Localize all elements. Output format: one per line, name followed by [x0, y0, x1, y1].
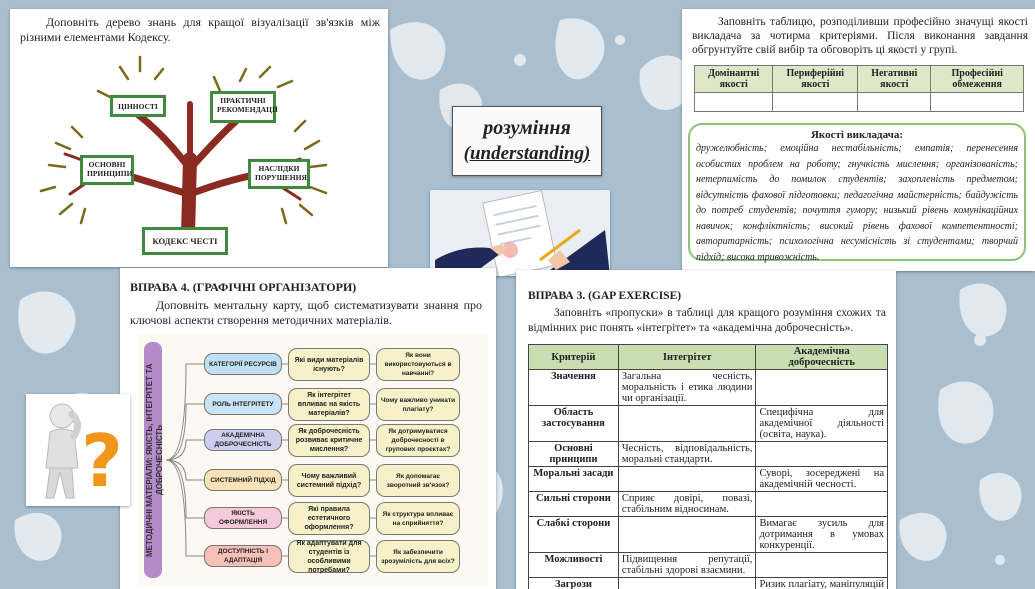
qualities-header-dominant: Домінантні якості	[693, 65, 774, 93]
gap-table: Критерій Інтегрітет Академічна доброчесн…	[528, 344, 888, 589]
tree-box-principles: ОСНОВНІ ПРИНЦИПИ	[80, 155, 134, 185]
mindmap-question-1: Як адаптувати для студентів із особливим…	[288, 540, 370, 574]
qualities-list-text: дружелюбність; емоційна нестабільність; …	[696, 143, 1018, 263]
mindmap-card: ВПРАВА 4. (ГРАФІЧНІ ОРГАНІЗАТОРИ) Доповн…	[120, 268, 496, 589]
table-cell: Підвищення репутації, стабільні здорові …	[617, 552, 757, 578]
gap-criterion-cell: Сильні сторони	[528, 491, 619, 517]
mindmap-question-1: Які правила естетичного оформлення?	[288, 502, 370, 535]
gap-instruction: Заповніть «пропуски» в таблиці для кращо…	[528, 307, 886, 334]
table-cell[interactable]	[755, 441, 888, 467]
gap-table-wrapper: Критерій Інтегрітет Академічна доброчесн…	[528, 344, 888, 589]
table-cell[interactable]	[617, 405, 757, 442]
table-cell: Сприяє довірі, повазі, стабільним віднос…	[617, 491, 757, 517]
tree-box-code: КОДЕКС ЧЕСТІ	[142, 227, 228, 255]
qualities-card: Заповніть таблицю, розподіливши професій…	[682, 9, 1035, 271]
mindmap-category: СИСТЕМНИЙ ПІДХІД	[204, 469, 282, 491]
mindmap-question-1: Які види матеріалів існують?	[288, 348, 370, 381]
table-cell: Специфічна для академічної діяльності (о…	[755, 405, 888, 442]
qualities-header-limits: Професійні обмеження	[930, 65, 1024, 93]
gap-criterion-cell: Можливості	[528, 552, 619, 578]
table-cell: Загальна чесність, моральність і етика л…	[617, 369, 757, 406]
mindmap-question-2: Як дотримуватися доброчесності в групови…	[376, 424, 460, 457]
title-card: розуміння (understanding)	[452, 106, 602, 176]
mindmap-category: АКАДЕМІЧНА ДОБРОЧЕСНІСТЬ	[204, 429, 282, 451]
mindmap-question-1: Чому важливий системний підхід?	[288, 464, 370, 497]
mindmap-question-2: Чому важливо уникати плагіату?	[376, 388, 460, 421]
tree-box-values: ЦІННОСТІ	[110, 95, 166, 117]
tree-box-consequences: НАСЛІДКИ ПОРУШЕННЯ	[248, 159, 310, 189]
table-cell[interactable]	[693, 92, 774, 112]
table-cell[interactable]	[617, 516, 757, 553]
table-row: Моральні засади Суворі, зосереджені на ак…	[528, 466, 888, 492]
mindmap-question-2: Як структура впливає на сприйняття?	[376, 502, 460, 535]
table-cell[interactable]	[772, 92, 859, 112]
question-figure-icon: ?	[45, 403, 123, 503]
mindmap-category: РОЛЬ ІНТЕГРІТЕТУ	[204, 393, 282, 415]
mindmap-connectors	[165, 363, 376, 557]
gap-header-criterion: Критерій	[528, 344, 619, 370]
table-cell[interactable]	[755, 552, 888, 578]
mindmap-category: КАТЕГОРІЇ РЕСУРСІВ	[204, 353, 282, 375]
tree-card: Доповніть дерево знань для кращої візуал…	[10, 9, 388, 267]
table-cell[interactable]	[755, 369, 888, 406]
title-translation: (understanding)	[463, 143, 591, 164]
qualities-header-peripheral: Периферійні якості	[772, 65, 859, 93]
table-row: Слабкі сторони Вимагає зусиль для дотрима…	[528, 516, 888, 553]
mindmap-heading: ВПРАВА 4. (ГРАФІЧНІ ОРГАНІЗАТОРИ)	[130, 280, 357, 294]
mindmap-vertical-bar	[144, 342, 162, 578]
gap-heading: ВПРАВА 3. (GAP EXERCISE)	[528, 290, 682, 302]
gap-header-academic: Академічна доброчесність	[755, 344, 888, 370]
mindmap-instruction: Доповніть ментальну карту, щоб системати…	[130, 298, 482, 327]
mindmap-category: ДОСТУПНІСТЬ І АДАПТАЦІЯ	[204, 545, 282, 567]
qualities-table-wrapper: Домінантні якості Периферійні якості Нег…	[693, 65, 1024, 112]
table-cell[interactable]	[617, 466, 757, 492]
qualities-table: Домінантні якості Периферійні якості Нег…	[693, 65, 1024, 112]
gap-criterion-cell: Моральні засади	[528, 466, 619, 492]
tree-box-recommendations: ПРАКТИЧНІ РЕКОМЕНДАЦІЇ	[210, 91, 278, 123]
mindmap-question-2: Як допомагає зворотний зв'язок?	[376, 464, 460, 497]
qualities-header-negative: Негативні якості	[857, 65, 932, 93]
question-figure-card: ?	[26, 394, 130, 506]
table-cell[interactable]	[617, 577, 757, 589]
table-row: Загрози Ризик плагіату, маніпуляцій з дан…	[528, 577, 888, 589]
table-row: Область застосування Специфічна для акаде…	[528, 405, 888, 442]
gap-criterion-cell: Значення	[528, 369, 619, 406]
qualities-list-title: Якості викладача:	[810, 129, 903, 141]
table-cell[interactable]	[857, 92, 932, 112]
gap-criterion-cell: Слабкі сторони	[528, 516, 619, 553]
table-cell: Ризик плагіату, маніпуляцій з даними, не…	[755, 577, 888, 589]
qualities-instruction: Заповніть таблицю, розподіливши професій…	[692, 16, 1028, 56]
title-word: розуміння	[483, 117, 571, 139]
gap-exercise-card: ВПРАВА 3. (GAP EXERCISE) Заповніть «проп…	[516, 270, 896, 589]
svg-text:?: ?	[81, 419, 123, 503]
gap-criterion-cell: Область застосування	[528, 405, 619, 442]
gap-criterion-cell: Загрози	[528, 577, 619, 589]
gap-criterion-cell: Основні принципи	[528, 441, 619, 467]
document-illustration	[430, 190, 610, 276]
mindmap-question-2: Як вони використовуються в навчанні?	[376, 348, 460, 381]
mindmap-question-2: Як забезпечити зрозумілість для всіх?	[376, 540, 460, 573]
table-cell[interactable]	[755, 491, 888, 517]
gap-header-integrity: Інтегрітет	[617, 344, 757, 370]
table-cell: Вимагає зусиль для дотримання в умовах к…	[755, 516, 888, 553]
tree-instruction: Доповніть дерево знань для кращої візуал…	[20, 15, 380, 44]
mindmap-question-1: Як доброчесність розвиває критичне мисле…	[288, 424, 370, 457]
table-cell[interactable]	[930, 92, 1024, 112]
table-cell: Суворі, зосереджені на академічній чесно…	[755, 466, 888, 492]
mindmap-question-1: Як інтегрітет впливає на якість матеріал…	[288, 388, 370, 421]
mindmap-graphic: МЕТОДИЧНІ МАТЕРІАЛИ: ЯКІСТЬ, ІНТЕГРІТЕТ …	[138, 334, 488, 586]
table-cell: Чесність, відповідальність, моральні ста…	[617, 441, 757, 467]
qualities-list-box: Якості викладача: дружелюбність; емоційн…	[688, 123, 1026, 263]
mindmap-category: ЯКІСТЬ ОФОРМЛЕННЯ	[204, 507, 282, 529]
